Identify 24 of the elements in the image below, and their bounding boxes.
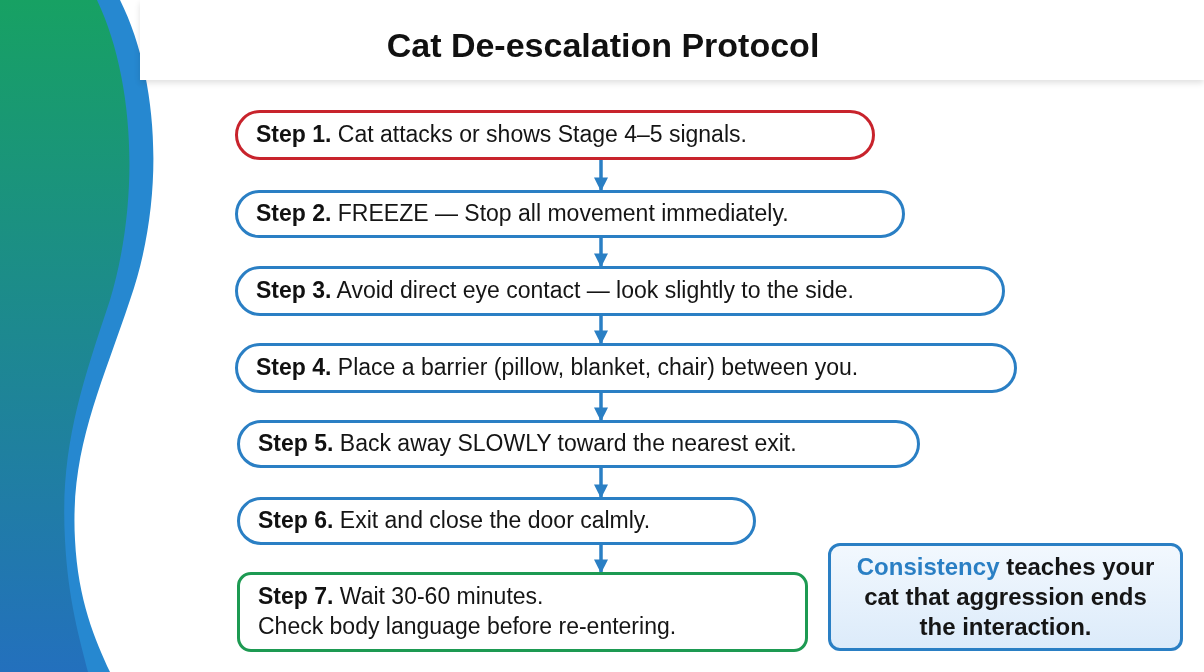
step-text: Step 6. Exit and close the door calmly.	[258, 506, 652, 536]
step-box	[237, 497, 756, 545]
step-text: Step 4. Place a barrier (pillow, blanket, chair) between you.	[256, 353, 860, 383]
arrow	[594, 238, 608, 268]
title: Cat De-escalation Protocol	[385, 26, 821, 65]
arrow	[594, 545, 608, 574]
step-text: Step 7. Wait 30-60 minutes.	[258, 582, 545, 612]
step-text: Step 1. Cat attacks or shows Stage 4–5 signals.	[256, 120, 748, 150]
step-box	[237, 572, 808, 652]
step-box	[235, 110, 875, 160]
arrow	[594, 316, 608, 345]
callout-text: Consistency teaches your cat that aggression ends the interaction.	[855, 552, 1156, 642]
step-box	[235, 343, 1017, 393]
arrow	[594, 468, 608, 499]
step-text: Step 5. Back away SLOWLY toward the nearest exit.	[258, 429, 798, 459]
step-text: Check body language before re-entering.	[258, 612, 678, 641]
step-box	[237, 420, 920, 468]
step-text: Step 3. Avoid direct eye contact — look slightly to the side.	[256, 276, 855, 306]
callout-box	[828, 543, 1183, 651]
step-box	[235, 266, 1005, 316]
step-box	[235, 190, 905, 238]
arrow	[594, 160, 608, 192]
arrow	[594, 393, 608, 422]
step-text: Step 2. FREEZE — Stop all movement immediately.	[256, 199, 790, 229]
